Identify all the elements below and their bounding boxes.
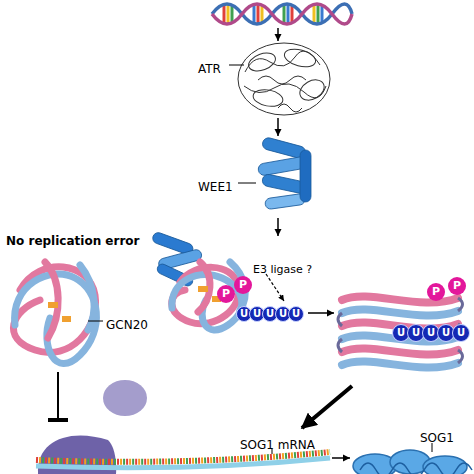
dna-helix xyxy=(212,4,352,24)
strand-loops xyxy=(458,350,463,363)
scenario-heading: No replication error xyxy=(6,234,140,249)
strand-loops xyxy=(338,313,342,326)
arrow-connector xyxy=(277,118,279,136)
phosphate-circle: P xyxy=(448,277,466,295)
sog1-protein xyxy=(353,450,472,474)
protein-node: GCN20 xyxy=(4,252,160,372)
active-protein xyxy=(342,297,458,368)
node-symbol: U xyxy=(289,307,303,321)
binding-site xyxy=(48,302,58,308)
dna-helix xyxy=(287,5,290,23)
flow-arrow xyxy=(302,386,352,428)
dna-helix xyxy=(223,6,226,22)
dashed-arrow xyxy=(266,274,284,301)
binding-site xyxy=(198,286,208,292)
atr-protein xyxy=(245,51,320,72)
label-holder: E3 ligase ? xyxy=(253,258,312,277)
dna-helix xyxy=(283,6,286,22)
sog1-protein xyxy=(353,450,467,474)
node-symbol: U xyxy=(453,325,469,341)
flow-arrow xyxy=(308,312,334,314)
strand-loops xyxy=(458,298,463,311)
dna-helix xyxy=(321,6,324,22)
strand-loops xyxy=(338,339,342,352)
dna-helix xyxy=(261,6,264,22)
ribosome-small-subunit xyxy=(103,380,147,416)
atr-protein xyxy=(282,46,317,70)
node-label: ATR xyxy=(198,62,221,76)
phosphate-circle: P xyxy=(217,285,235,303)
sog1-protein xyxy=(360,463,472,474)
gcn20-protein xyxy=(13,262,96,364)
phosphate-circle: P xyxy=(427,283,445,301)
binding-site xyxy=(48,302,71,322)
wee1-protein xyxy=(264,193,305,209)
dna-helix xyxy=(227,5,230,23)
flow-arrow xyxy=(277,218,279,236)
atr-protein xyxy=(278,104,302,112)
target-protein xyxy=(172,262,245,330)
protein-node: WEE1 xyxy=(195,136,320,216)
label-holder: No replication error xyxy=(6,230,140,249)
target-protein xyxy=(198,262,210,312)
leader-line xyxy=(229,65,244,66)
mrna-strand xyxy=(36,458,330,468)
dna-helix xyxy=(231,6,234,22)
atr-protein xyxy=(258,76,306,84)
binding-site xyxy=(62,316,71,322)
dna-helix xyxy=(313,6,316,22)
dna-helix xyxy=(291,6,294,22)
wee1-protein xyxy=(300,150,311,202)
leader-line xyxy=(238,183,256,184)
protein-node: SOG1 xyxy=(350,422,470,474)
flow-arrow xyxy=(277,28,279,41)
dna-helix xyxy=(257,5,260,23)
node-symbol: P xyxy=(448,277,466,295)
gcn20-protein xyxy=(80,265,94,330)
node-symbol: P xyxy=(234,276,252,294)
node-label: SOG1 mRNA xyxy=(240,438,315,452)
leader-line xyxy=(88,321,103,322)
inhibition-connector xyxy=(57,372,59,422)
atr-protein xyxy=(246,50,278,75)
ubiquitin-circle: U xyxy=(288,306,304,322)
atr-protein xyxy=(238,43,330,115)
node-label: GCN20 xyxy=(106,318,148,332)
node-label: WEE1 xyxy=(198,180,233,194)
strand-loops xyxy=(338,298,463,363)
ubiquitin-circle: U xyxy=(452,324,470,342)
active-protein xyxy=(342,349,458,355)
enzyme-label: E3 ligase ? xyxy=(253,263,312,277)
atr-protein xyxy=(238,43,330,115)
dna-helix xyxy=(253,6,256,22)
mrna-node: SOG1 mRNA xyxy=(30,422,332,474)
atr-protein xyxy=(244,84,326,98)
dna-helix xyxy=(317,5,320,23)
active-protein xyxy=(342,362,458,368)
dna-helix xyxy=(212,4,352,24)
wee1-protein xyxy=(257,137,311,210)
active-protein xyxy=(342,310,458,316)
node-symbol: P xyxy=(217,285,235,303)
gcn20-protein xyxy=(45,262,58,338)
arrow-connector xyxy=(332,457,350,459)
protein-node: ATR xyxy=(195,40,335,118)
mrna-strand xyxy=(36,452,330,468)
dna-helix xyxy=(212,4,352,24)
phosphate-circle: P xyxy=(234,276,252,294)
node-label: SOG1 xyxy=(420,431,454,445)
node-symbol: P xyxy=(427,283,445,301)
